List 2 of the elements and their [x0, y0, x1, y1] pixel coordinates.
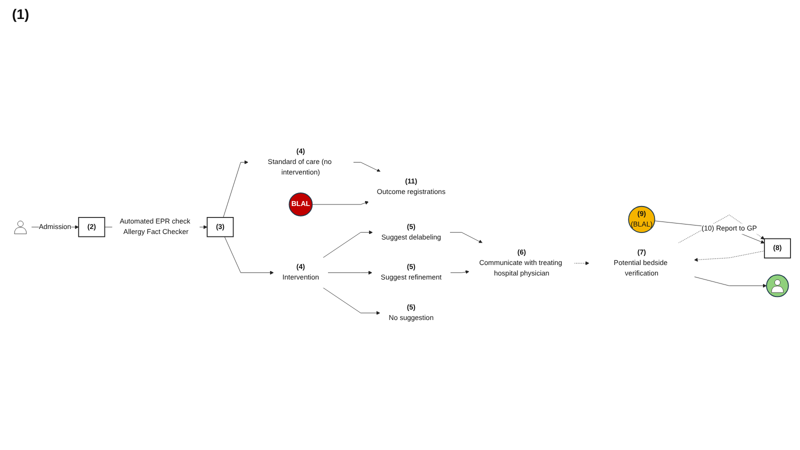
- step-number: (1): [12, 6, 30, 22]
- node-person: [766, 274, 789, 298]
